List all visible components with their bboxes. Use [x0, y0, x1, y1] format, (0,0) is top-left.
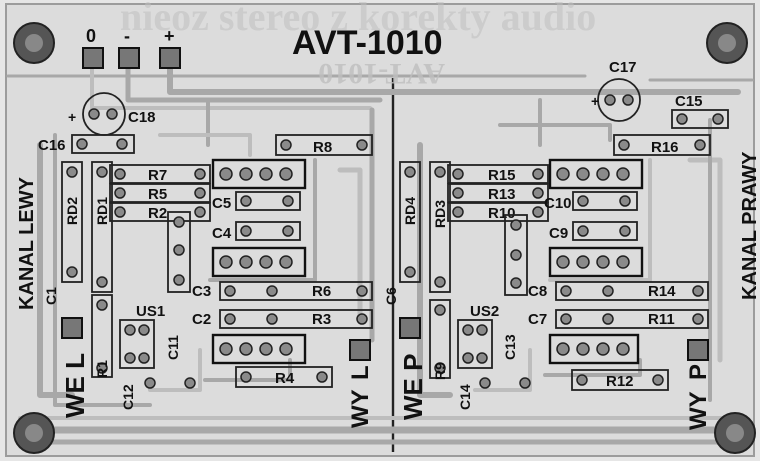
board-traces: [6, 63, 754, 452]
label-c12: C12: [120, 384, 136, 410]
label-c13: C13: [502, 334, 518, 360]
terminal-minus-label: -: [124, 26, 130, 46]
label-r7: R7: [148, 167, 167, 184]
label-r13: R13: [488, 186, 516, 203]
label-r11: R11: [648, 311, 675, 328]
label-rd1: RD1: [94, 197, 110, 225]
label-c14: C14: [457, 384, 473, 410]
label-c11: C11: [165, 335, 181, 360]
label-r16: R16: [651, 139, 679, 156]
label-r15: R15: [488, 167, 516, 184]
label-r3: R3: [312, 311, 331, 328]
input-right-label: WE P: [398, 354, 428, 420]
label-r14: R14: [648, 283, 676, 300]
label-r8: R8: [313, 139, 332, 156]
label-c4: C4: [212, 225, 232, 242]
label-c17: C17: [609, 59, 637, 76]
channel-left-label: KANAL LEWY: [16, 176, 38, 310]
svg-text:+: +: [591, 93, 599, 109]
label-r2: R2: [148, 205, 167, 222]
label-c7: C7: [528, 311, 547, 328]
label-c6: C6: [383, 287, 399, 305]
label-c10: C10: [544, 195, 572, 212]
terminal-0-label: 0: [86, 26, 96, 46]
mounting-holes: [13, 22, 756, 454]
label-r10: R10: [488, 205, 516, 222]
board-title: AVT-1010: [292, 24, 443, 62]
label-c16: C16: [38, 137, 66, 154]
label-c1: C1: [43, 287, 59, 305]
label-c3: C3: [192, 283, 211, 300]
output-left-label: WY: [347, 389, 374, 428]
label-c8: C8: [528, 283, 547, 300]
label-r6: R6: [312, 283, 331, 300]
input-left-label: WE L: [60, 353, 90, 418]
label-r9: R9: [432, 362, 448, 380]
label-r4: R4: [275, 370, 295, 387]
power-terminals: 0 - +: [82, 26, 181, 69]
label-c2: C2: [192, 311, 211, 328]
label-c9: C9: [549, 225, 568, 242]
right-channel-components: + C17 C15 R16 R15 R13 R10 RD4 RD3: [383, 59, 729, 410]
terminal-plus-label: +: [164, 26, 175, 46]
p-marker: P: [685, 364, 712, 380]
l-marker: L: [347, 365, 374, 380]
svg-text:+: +: [68, 109, 76, 125]
left-channel-components: + C18 C16 R8 R7 R5 R2 RD2 RD1 C5: [38, 92, 373, 410]
label-r12: R12: [606, 373, 634, 390]
channel-right-label: KANAL PRAWY: [739, 151, 760, 300]
label-c5: C5: [212, 195, 231, 212]
output-right-label: WY: [685, 391, 712, 430]
ghost-text: nieoz stereo z korekty audio: [120, 0, 596, 39]
label-rd4: RD4: [402, 197, 418, 225]
label-c18: C18: [128, 109, 156, 126]
board-title-mirrored: AVT-1010: [318, 57, 445, 90]
label-rd3: RD3: [432, 200, 448, 228]
label-r5: R5: [148, 186, 167, 203]
label-c15: C15: [675, 93, 703, 110]
label-us2: US2: [470, 303, 499, 320]
label-us1: US1: [136, 303, 165, 320]
label-r1: R1: [94, 360, 110, 378]
label-rd2: RD2: [64, 197, 80, 225]
